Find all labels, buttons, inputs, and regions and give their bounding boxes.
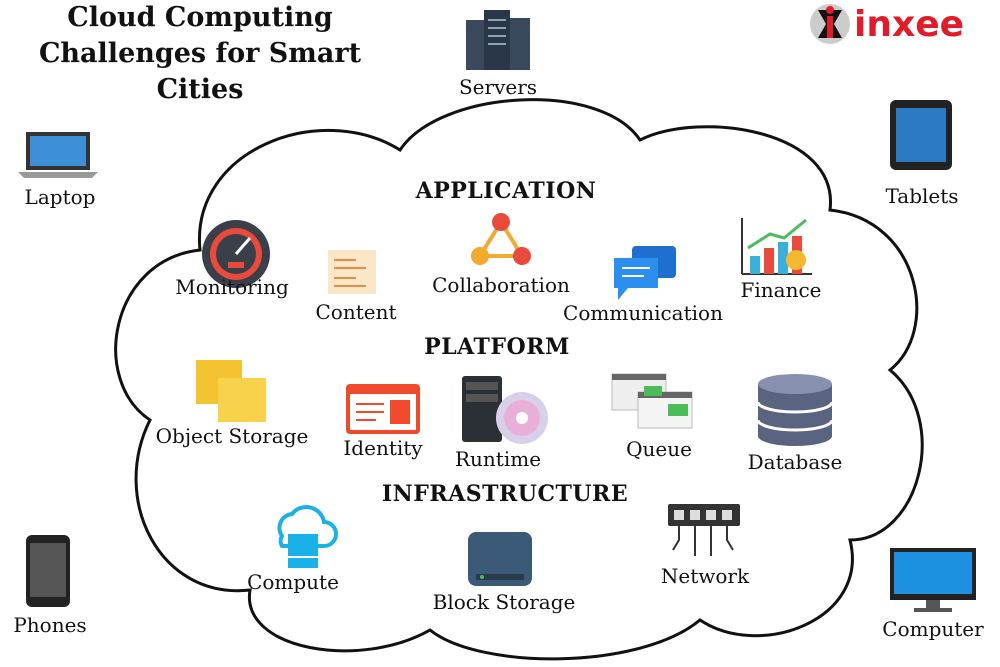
inxee-logo: inxee: [808, 2, 964, 46]
section-application: APPLICATION: [415, 178, 597, 204]
identity-icon: [346, 384, 420, 434]
object-storage-label: Object Storage: [155, 424, 309, 448]
communication-icon: [614, 246, 676, 300]
block-storage-label: Block Storage: [432, 590, 576, 614]
compute-icon: [277, 505, 338, 568]
monitoring-label: Monitoring: [175, 275, 289, 299]
tablet-icon: [890, 100, 952, 170]
finance-icon: [741, 218, 812, 275]
database-label: Database: [747, 450, 843, 474]
phones-label: Phones: [13, 613, 87, 637]
communication-label: Communication: [563, 301, 723, 325]
finance-label: Finance: [740, 278, 822, 302]
monitoring-icon: [202, 220, 270, 288]
content-icon: [328, 250, 376, 294]
queue-icon: [611, 373, 693, 429]
section-infrastructure: INFRASTRUCTURE: [381, 481, 629, 507]
runtime-icon: [462, 376, 548, 444]
identity-label: Identity: [343, 436, 423, 460]
collaboration-icon: [471, 213, 531, 265]
laptop-label: Laptop: [24, 185, 96, 209]
database-icon: [756, 374, 834, 446]
logo-text: inxee: [854, 3, 965, 45]
object-storage-icon: [196, 360, 266, 422]
block-storage-icon: [468, 532, 532, 586]
collaboration-label: Collaboration: [432, 273, 570, 297]
computer-icon: [890, 548, 976, 612]
logo-emblem-icon: [810, 4, 850, 44]
queue-label: Queue: [626, 437, 692, 461]
section-platform: PLATFORM: [424, 334, 570, 360]
content-label: Content: [315, 300, 397, 324]
diagram-title: Cloud Computing Challenges for Smart Cit…: [38, 2, 362, 105]
servers-icon: [466, 10, 530, 70]
network-label: Network: [660, 564, 750, 588]
laptop-icon: [18, 132, 98, 178]
compute-label: Compute: [247, 570, 339, 594]
phone-icon: [26, 535, 70, 607]
tablets-label: Tablets: [885, 184, 959, 208]
network-icon: [668, 504, 740, 556]
computer-label: Computer: [882, 617, 984, 641]
runtime-label: Runtime: [454, 447, 542, 471]
servers-label: Servers: [458, 75, 538, 99]
